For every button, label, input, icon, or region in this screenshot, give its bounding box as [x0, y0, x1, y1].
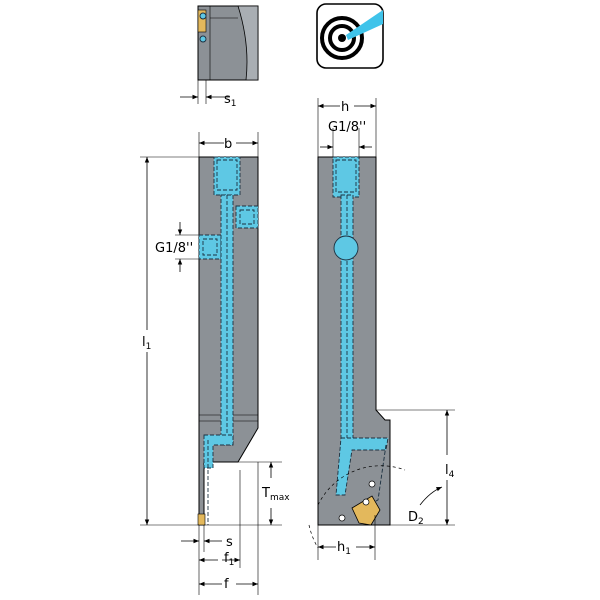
label-h1: h: [337, 540, 345, 555]
side-view: [308, 156, 455, 549]
dimension-d2: D2: [408, 486, 443, 527]
label-d2: D: [408, 510, 418, 525]
front-view: [197, 156, 259, 526]
dimension-s: s: [181, 462, 259, 595]
label-s1-sub: 1: [231, 99, 237, 109]
dimension-l1: l1: [140, 156, 199, 526]
label-f1-sub: 1: [229, 558, 235, 568]
label-s1: s: [224, 92, 231, 107]
label-l1: l: [142, 335, 146, 350]
dimension-f1: f1: [199, 470, 241, 568]
label-g18-right: G1/8'': [328, 120, 366, 135]
label-h1-sub: 1: [345, 547, 351, 557]
svg-text:h1: h1: [337, 540, 351, 557]
dimension-g18-left: G1/8'': [155, 222, 199, 272]
dimension-tmax: Tmax: [204, 461, 290, 526]
svg-text:D2: D2: [408, 510, 424, 527]
label-g18-left: G1/8'': [155, 241, 193, 256]
dimension-b: b: [198, 132, 259, 157]
svg-text:l4: l4: [445, 463, 455, 480]
svg-text:l1: l1: [142, 335, 151, 352]
dimension-s1: s1: [180, 80, 237, 109]
label-s: s: [226, 535, 233, 550]
internal-coolant-target-icon: [320, 10, 383, 60]
coolant-badge: [316, 3, 384, 69]
label-h: h: [341, 100, 349, 115]
label-tmax-sub: max: [270, 493, 290, 503]
svg-text:s1: s1: [224, 92, 237, 109]
label-l4-sub: 4: [449, 470, 455, 480]
label-d2-sub: 2: [418, 517, 424, 527]
label-tmax: T: [261, 486, 270, 501]
label-l1-sub: 1: [146, 342, 152, 352]
top-end-view: [197, 5, 259, 81]
dimension-l4: l4: [390, 410, 455, 526]
svg-text:Tmax: Tmax: [261, 486, 290, 503]
dimension-h1: h1: [317, 515, 376, 560]
label-l4: l: [445, 463, 449, 478]
dimension-h: h: [317, 98, 377, 157]
dimension-f: f: [199, 577, 258, 592]
label-f1: f: [224, 551, 229, 566]
label-f: f: [224, 577, 229, 592]
svg-text:f1: f1: [224, 551, 234, 568]
label-b: b: [224, 137, 232, 152]
dimension-g18-right: G1/8'': [320, 120, 372, 157]
